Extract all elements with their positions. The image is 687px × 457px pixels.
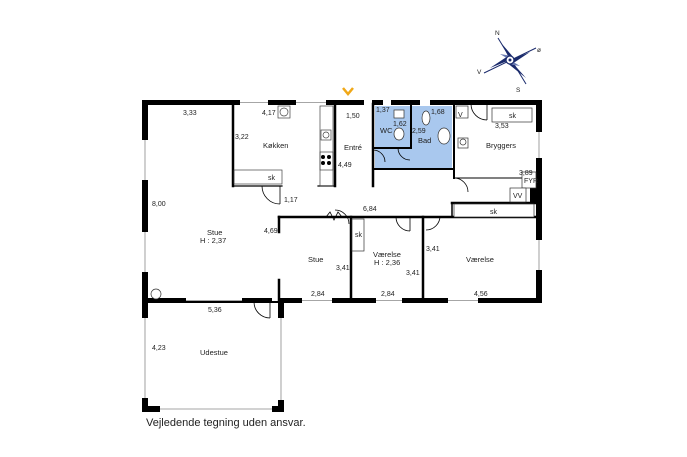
dim-hall-length: 6,84 xyxy=(363,206,377,213)
hall-cabinet-label: sk xyxy=(490,209,498,216)
dim-passage: 1,17 xyxy=(284,197,298,204)
room-vaerelse-1-height: H : 2,36 xyxy=(374,258,400,267)
dim-bad-depth: 2,59 xyxy=(412,128,426,135)
dim-stue-depth: 8,00 xyxy=(152,201,166,208)
dim-kokken-width: 4,17 xyxy=(262,110,276,117)
dim-entre-width: 1,50 xyxy=(346,113,360,120)
dim-wc-depth: 1,62 xyxy=(393,121,407,128)
dim-vaerelse-1-depth: 3,41 xyxy=(406,270,420,277)
room-udestue: Udestue xyxy=(200,348,228,357)
dim-entre-depth: 4,49 xyxy=(338,162,352,169)
bryggers-cabinet-label: sk xyxy=(509,113,517,120)
room-kokken: Køkken xyxy=(263,141,288,150)
bad-lower-fill xyxy=(375,148,411,168)
utility-v-label: V xyxy=(458,112,463,119)
dim-stue-small-depth: 3,41 xyxy=(336,265,350,272)
room-stue-main-height: H : 2,37 xyxy=(200,236,226,245)
water-heater-label: VV xyxy=(513,193,523,200)
compass-west: V xyxy=(477,69,482,76)
room-stue-small: Stue xyxy=(308,255,323,264)
windows xyxy=(142,100,542,412)
room-entre: Entré xyxy=(344,143,362,152)
dim-wc-width: 1,37 xyxy=(376,107,390,114)
bathroom-fixtures xyxy=(150,105,537,300)
furnace-label: FYR xyxy=(524,178,538,185)
vaerelse-cabinet-label: sk xyxy=(355,232,363,239)
room-vaerelse-2: Værelse xyxy=(466,255,494,264)
dim-vaerelse-1-width: 2,84 xyxy=(381,291,395,298)
partition-zigzag xyxy=(325,211,343,221)
dim-bryggers-width: 3,53 xyxy=(495,123,509,130)
dim-vaerelse-2-depth: 3,41 xyxy=(426,246,440,253)
dim-stue-small-width: 2,84 xyxy=(311,291,325,298)
compass-south: S xyxy=(516,87,521,94)
entrance-arrow xyxy=(342,87,354,96)
dim-bad-width: 1,68 xyxy=(431,109,445,116)
dim-stue-width: 3,33 xyxy=(183,110,197,117)
dim-bryggers-depth: 3,89 xyxy=(519,170,533,177)
wc-fill xyxy=(375,106,411,148)
room-wc: WC xyxy=(380,126,393,135)
compass-east: ø xyxy=(537,47,541,54)
doors xyxy=(253,103,488,319)
room-vaerelse-1: Værelse xyxy=(373,250,401,259)
compass-rose: N ø V S xyxy=(477,30,541,94)
dim-stue-inner: 4,69 xyxy=(264,228,278,235)
kitchen-cabinet-label: sk xyxy=(268,175,276,182)
room-bad: Bad xyxy=(418,136,431,145)
room-stue-main: Stue xyxy=(207,228,222,237)
dim-kokken-depth: 3,22 xyxy=(235,134,249,141)
compass-north: N xyxy=(495,30,500,37)
kitchen-fixtures xyxy=(233,105,334,187)
dim-vaerelse-2-width: 4,56 xyxy=(474,291,488,298)
disclaimer-text: Vejledende tegning uden ansvar. xyxy=(146,417,306,429)
dim-udestue-width: 5,36 xyxy=(208,307,222,314)
dim-udestue-depth: 4,23 xyxy=(152,345,166,352)
room-bryggers: Bryggers xyxy=(486,141,516,150)
interior-walls xyxy=(147,102,542,303)
